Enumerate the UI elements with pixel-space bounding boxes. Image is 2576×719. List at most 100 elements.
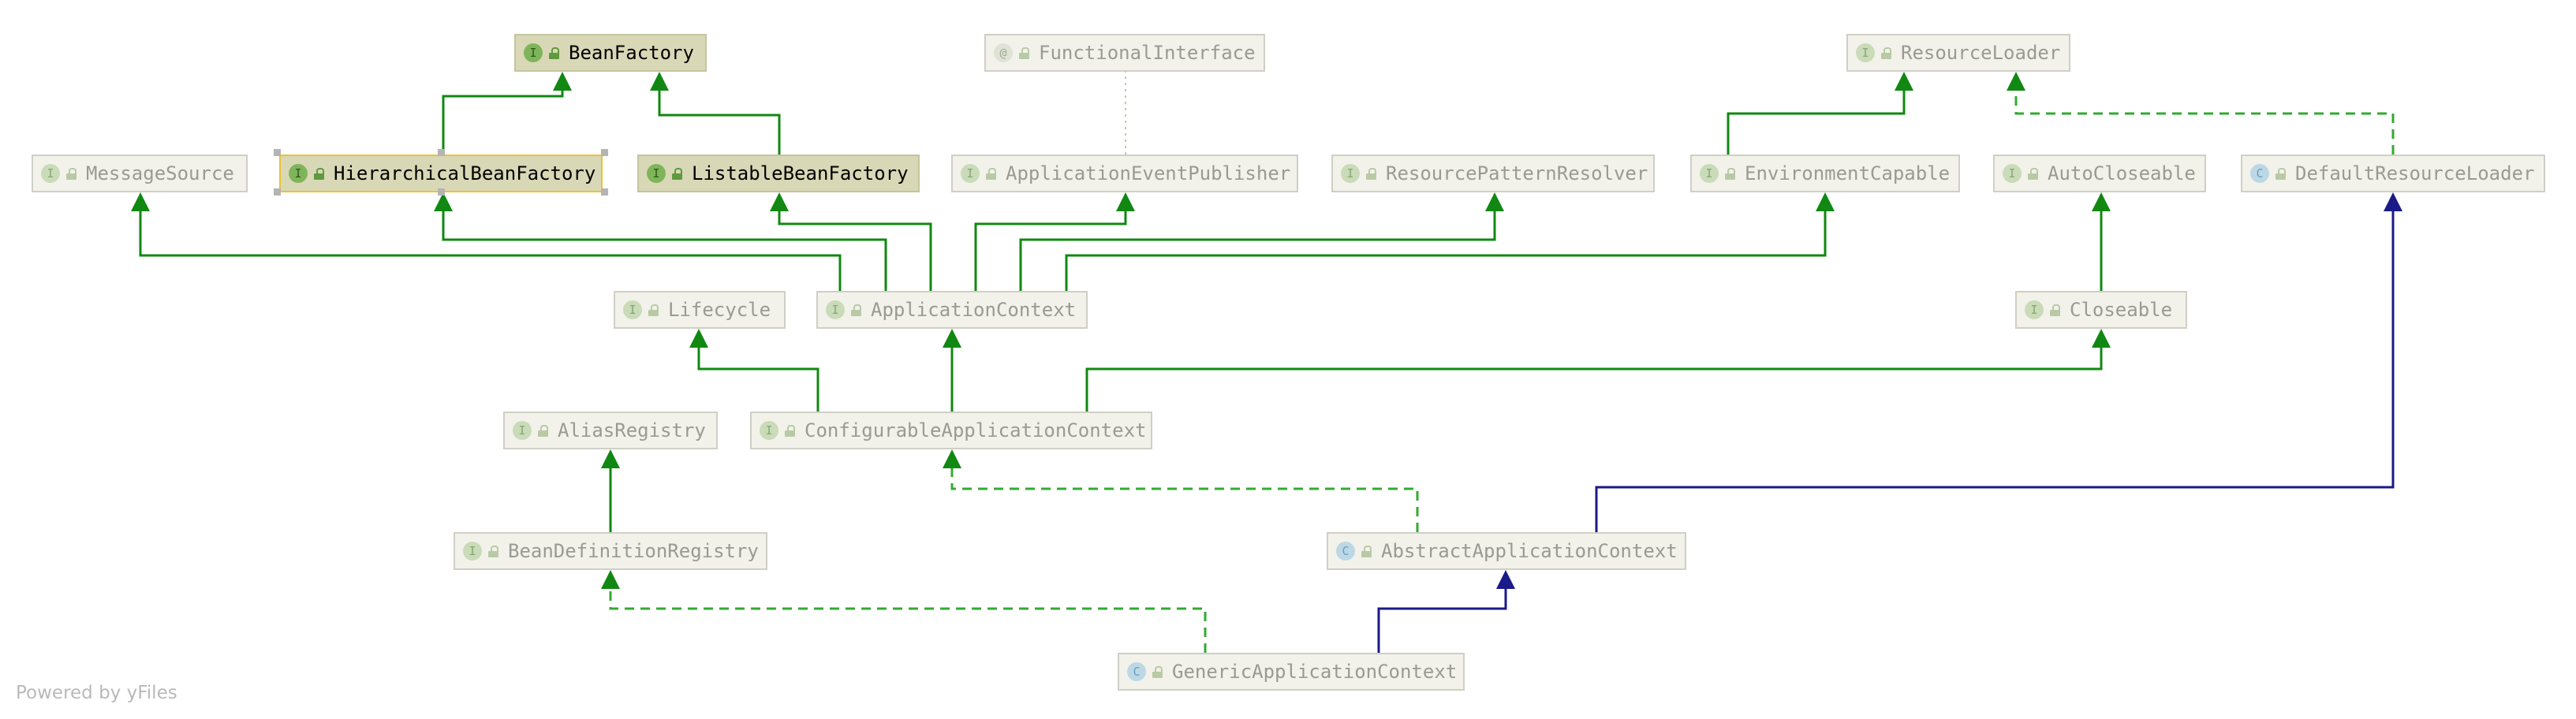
interface-badge-icon: I xyxy=(289,164,308,183)
edge-line xyxy=(950,467,1419,532)
interface-badge-icon: I xyxy=(1856,43,1875,62)
selection-handle[interactable] xyxy=(274,149,281,156)
lock-icon xyxy=(2275,167,2286,180)
selection-handle[interactable] xyxy=(438,188,445,196)
node-label: Lifecycle xyxy=(668,299,771,321)
node-label: DefaultResourceLoader xyxy=(2295,162,2535,184)
lock-icon xyxy=(549,47,559,59)
arrowhead xyxy=(601,570,620,589)
edge-line xyxy=(1065,210,1827,291)
interface-badge-icon: I xyxy=(760,421,778,440)
arrowhead xyxy=(553,72,572,91)
lock-icon xyxy=(1725,167,1735,180)
lock-icon xyxy=(2050,304,2060,316)
edge-line xyxy=(778,210,932,291)
annotation-badge-icon: @ xyxy=(994,43,1013,62)
arrowhead xyxy=(1485,192,1504,211)
lock-icon xyxy=(1152,665,1163,678)
interface-badge-icon: I xyxy=(1341,164,1360,183)
edge-BeanDefinitionRegistry-to-AliasRegistry xyxy=(601,449,620,532)
lock-icon xyxy=(2028,167,2038,180)
lock-icon xyxy=(66,167,77,180)
interface-badge-icon: I xyxy=(524,43,543,62)
lock-icon xyxy=(648,304,659,316)
arrowhead xyxy=(943,329,961,348)
edge-Closeable-to-AutoCloseable xyxy=(2092,192,2111,291)
node-DefaultResourceLoader[interactable]: C DefaultResourceLoader xyxy=(2241,155,2545,192)
edge-ResourcePatternResolver-to-ResourceLoader xyxy=(1727,72,1913,155)
node-ApplicationContext[interactable]: I ApplicationContext xyxy=(816,291,1088,329)
class-badge-icon: C xyxy=(2250,164,2269,183)
edge-line xyxy=(1727,89,1906,155)
selection-handle[interactable] xyxy=(601,149,608,156)
arrowhead xyxy=(1116,192,1135,211)
node-FunctionalInterface[interactable]: @ FunctionalInterface xyxy=(984,34,1265,72)
node-label: ResourcePatternResolver xyxy=(1386,162,1648,184)
node-label: GenericApplicationContext xyxy=(1172,661,1458,683)
edge-line xyxy=(609,587,1207,653)
node-label: FunctionalInterface xyxy=(1039,42,1256,64)
arrowhead xyxy=(1895,72,1913,91)
lock-icon xyxy=(1361,545,1372,557)
edge-line xyxy=(442,210,887,291)
interface-badge-icon: I xyxy=(463,542,482,561)
lock-icon xyxy=(851,304,861,316)
arrowhead xyxy=(2384,192,2402,211)
edge-ApplicationContext-to-ApplicationEventPublisher xyxy=(974,192,1135,291)
lock-icon xyxy=(672,167,682,180)
edge-ConfigurableApplicationContext-to-Lifecycle xyxy=(689,329,819,412)
edge-HierarchicalBeanFactory-to-BeanFactory xyxy=(442,72,572,155)
node-label: AliasRegistry xyxy=(558,419,706,441)
edge-line xyxy=(2014,89,2395,155)
arrowhead xyxy=(2092,192,2111,211)
node-ResourcePatternResolver[interactable]: I ResourcePatternResolver xyxy=(1331,155,1655,192)
edge-ConfigurableApplicationContext-to-ApplicationContext xyxy=(943,329,961,412)
edge-line xyxy=(1595,210,2395,532)
lock-icon xyxy=(538,424,548,437)
node-label: ApplicationContext xyxy=(871,299,1077,321)
edge-ApplicationContext-to-MessageSource xyxy=(131,192,842,291)
edge-GenericApplicationContext-to-BeanDefinitionRegistry xyxy=(601,570,1207,653)
lock-icon xyxy=(1366,167,1376,180)
selection-handle[interactable] xyxy=(438,149,445,156)
selection-handle[interactable] xyxy=(274,188,281,196)
arrowhead xyxy=(943,449,961,468)
arrowhead xyxy=(434,192,453,211)
lock-icon xyxy=(785,424,795,437)
lock-icon xyxy=(314,167,324,180)
interface-badge-icon: I xyxy=(826,300,845,319)
edge-ApplicationContext-to-HierarchicalBeanFactory xyxy=(434,192,887,291)
arrowhead xyxy=(601,449,620,468)
node-label: AbstractApplicationContext xyxy=(1381,540,1678,562)
arrowhead xyxy=(1816,192,1835,211)
selection-handle[interactable] xyxy=(601,188,608,196)
node-BeanDefinitionRegistry[interactable]: I BeanDefinitionRegistry xyxy=(454,532,767,570)
edge-line xyxy=(139,210,842,291)
edge-ApplicationContext-to-EnvironmentCapable xyxy=(1065,192,1835,291)
edge-line xyxy=(974,210,1127,291)
edge-line xyxy=(1019,210,1496,291)
edge-ConfigurableApplicationContext-to-Closeable xyxy=(1085,329,2111,412)
arrowhead xyxy=(131,192,150,211)
interface-badge-icon: I xyxy=(647,164,666,183)
footer-text: Powered by yFiles xyxy=(16,683,177,703)
interface-badge-icon: I xyxy=(961,164,980,183)
node-label: BeanDefinitionRegistry xyxy=(508,540,759,562)
edge-line xyxy=(1377,587,1507,653)
lock-icon xyxy=(1881,47,1891,59)
